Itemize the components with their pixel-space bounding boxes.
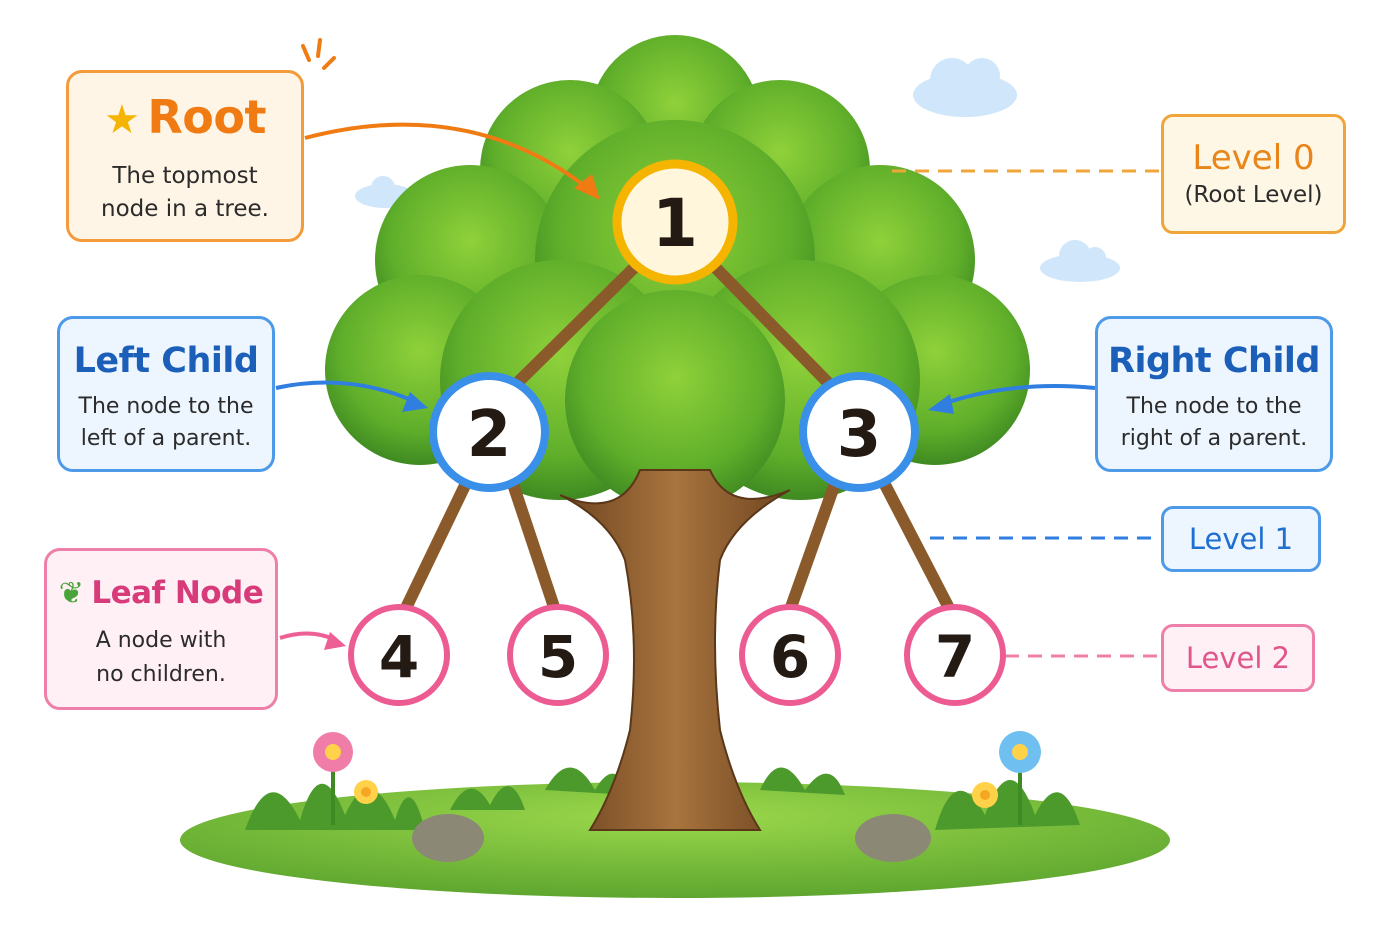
right-child-callout: Right Child The node to the right of a p… xyxy=(1095,316,1333,472)
arrowhead xyxy=(928,394,954,414)
arrowhead xyxy=(324,632,346,650)
left-child-callout: Left Child The node to the left of a par… xyxy=(57,316,275,472)
leaf-icon: ❦ xyxy=(58,576,84,611)
arrowhead xyxy=(402,392,428,412)
left-child-title: Left Child xyxy=(73,341,259,381)
edge-3-7 xyxy=(874,469,956,616)
left-child-description: The node to the left of a parent. xyxy=(78,394,254,451)
star-icon: ★ xyxy=(104,97,140,143)
leaf-node-description: A node with no children. xyxy=(95,628,227,687)
edge-2-5 xyxy=(504,469,561,616)
flower-icon xyxy=(313,732,378,825)
grass-ground xyxy=(180,782,1170,898)
svg-text:6: 6 xyxy=(770,623,810,691)
tree-edges xyxy=(399,256,956,616)
level-0-label: Level 0 (Root Level) xyxy=(1161,114,1346,234)
rock xyxy=(412,814,484,862)
svg-text:5: 5 xyxy=(538,623,578,691)
node-7: 7 xyxy=(904,604,1006,706)
leaf-node-title: ❦Leaf Node xyxy=(58,575,264,611)
right-child-arrow xyxy=(939,384,1096,407)
level-1-label: Level 1 xyxy=(1161,506,1321,572)
edge-3-6 xyxy=(784,469,844,616)
node-4: 4 xyxy=(348,604,450,706)
leaf-arrow xyxy=(279,631,337,642)
node-5: 5 xyxy=(507,604,609,706)
right-child-title: Right Child xyxy=(1108,341,1321,381)
node-2: 2 xyxy=(429,372,549,492)
flower-icon xyxy=(972,731,1041,825)
tree-foliage xyxy=(325,35,1030,510)
root-callout: ★Root The topmost node in a tree. xyxy=(66,70,304,242)
edge-1-3 xyxy=(704,256,846,401)
node-3: 3 xyxy=(799,372,919,492)
node-1: 1 xyxy=(612,159,738,285)
cloud xyxy=(1040,240,1120,282)
rock xyxy=(855,814,931,862)
left-child-arrow xyxy=(275,380,419,405)
level-2-label: Level 2 xyxy=(1161,624,1315,692)
edge-2-4 xyxy=(399,469,476,616)
svg-text:7: 7 xyxy=(935,623,975,691)
sparkle-icon xyxy=(301,38,336,70)
root-title: ★Root xyxy=(104,90,266,144)
leaf-node-callout: ❦Leaf Node A node with no children. xyxy=(44,548,278,710)
svg-text:1: 1 xyxy=(652,185,698,262)
root-description: The topmost node in a tree. xyxy=(101,163,269,222)
tree-trunk xyxy=(559,469,791,831)
edge-1-2 xyxy=(499,256,646,401)
arrowhead xyxy=(574,174,600,200)
right-child-description: The node to the right of a parent. xyxy=(1120,394,1308,451)
node-6: 6 xyxy=(739,604,841,706)
cloud xyxy=(913,58,1017,117)
root-arrow xyxy=(304,122,592,192)
svg-text:2: 2 xyxy=(467,398,512,472)
svg-text:4: 4 xyxy=(379,623,419,691)
svg-text:3: 3 xyxy=(837,398,882,472)
